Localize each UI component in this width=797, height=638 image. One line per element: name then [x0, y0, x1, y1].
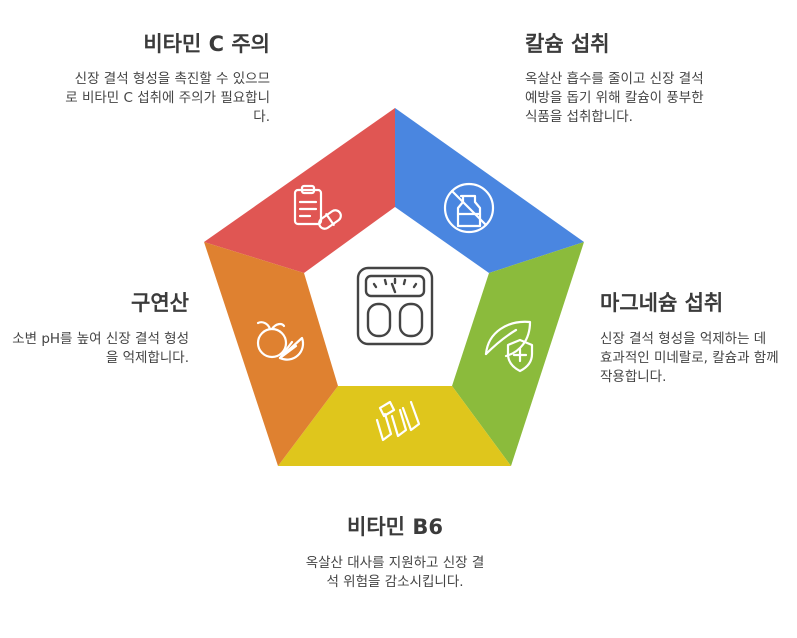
segment-citric-acid — [204, 242, 338, 466]
vitamin-b6-description: 옥살산 대사를 지원하고 신장 결석 위험을 감소시킵니다. — [305, 555, 485, 590]
no-milk-icon — [443, 182, 495, 234]
citrus-icon — [256, 321, 305, 361]
vitamin-b6-title: 비타민 B6 — [347, 515, 443, 539]
scale-icon — [356, 266, 434, 346]
magnesium-title: 마그네슘 섭취 — [600, 291, 724, 315]
vitamin-c-description: 신장 결석 형성을 촉진할 수 있으므로 비타민 C 섭취에 주의가 필요합니다… — [65, 71, 270, 125]
magnesium-description: 신장 결석 형성을 억제하는 데 효과적인 미네랄로, 칼슘과 함께 작용합니다… — [600, 331, 779, 385]
segment-calcium — [395, 108, 584, 273]
supplement-icon — [375, 400, 421, 442]
vitamin-c-title: 비타민 C 주의 — [143, 32, 270, 56]
clipboard-pill-icon — [293, 184, 342, 230]
calcium-title: 칼슘 섭취 — [525, 32, 610, 56]
leaf-shield-icon — [484, 320, 534, 373]
calcium-description: 옥살산 흡수를 줄이고 신장 결석 예방을 돕기 위해 칼슘이 풍부한 식품을 … — [525, 71, 704, 125]
citric-acid-title: 구연산 — [131, 291, 189, 315]
citric-acid-description: 소변 pH를 높여 신장 결석 형성을 억제합니다. — [12, 331, 189, 366]
